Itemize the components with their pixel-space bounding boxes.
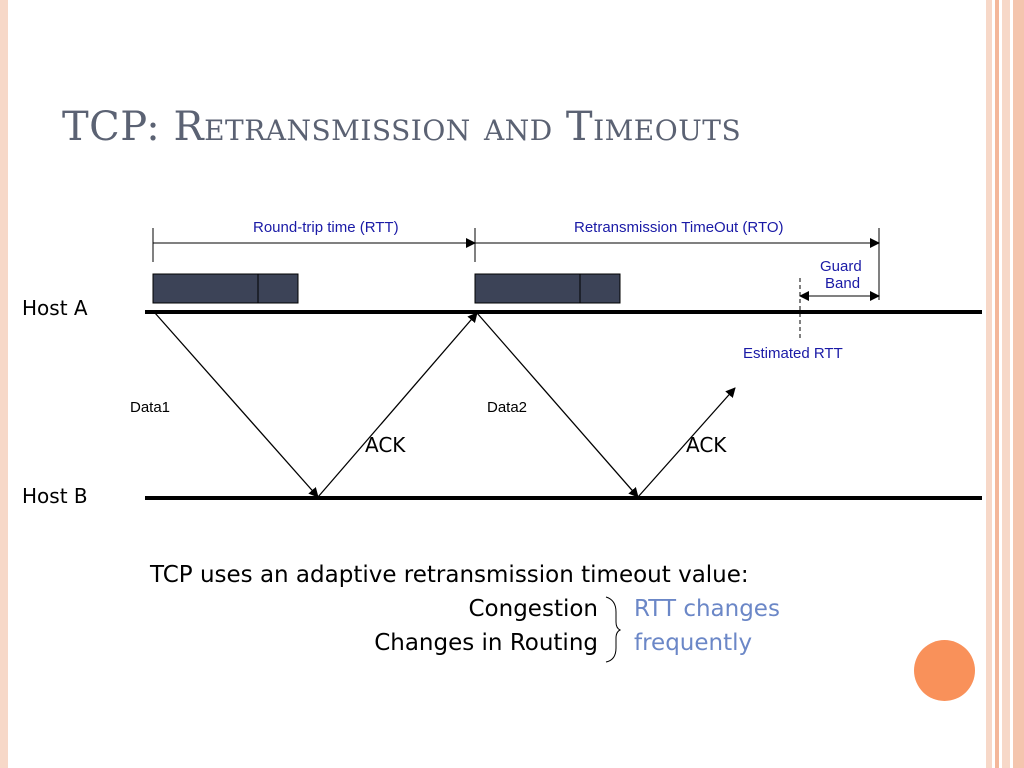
decorative-circle xyxy=(914,640,975,701)
rtt-label: Round-trip time (RTT) xyxy=(253,219,399,236)
data2-arrow xyxy=(476,312,639,498)
guard-band-label-line2: Band xyxy=(825,275,860,292)
cause-congestion: Congestion xyxy=(468,596,599,622)
host-a-label: Host A xyxy=(22,296,88,320)
packet-2 xyxy=(474,273,621,304)
guard-band-label-line1: Guard xyxy=(820,258,862,275)
data2-label: Data2 xyxy=(487,399,527,416)
host-b-label: Host B xyxy=(22,484,88,508)
ack2-label: ACK xyxy=(686,433,727,457)
caption-intro: TCP uses an adaptive retransmission time… xyxy=(150,562,749,588)
slide-title: TCP: Retransmission and Timeouts xyxy=(62,104,742,150)
decorative-stripes xyxy=(986,0,1024,768)
effect-line1: RTT changes xyxy=(634,596,780,622)
rto-label: Retransmission TimeOut (RTO) xyxy=(574,219,784,236)
packet-1 xyxy=(152,273,299,304)
ack2-arrow xyxy=(637,387,736,498)
ack1-arrow xyxy=(317,312,478,498)
data1-label: Data1 xyxy=(130,399,170,416)
estimated-rtt-label: Estimated RTT xyxy=(743,345,843,362)
ack1-label: ACK xyxy=(365,433,406,457)
data1-arrow xyxy=(154,312,319,498)
brace xyxy=(605,596,622,663)
slide-border-left xyxy=(0,0,8,768)
effect-line2: frequently xyxy=(634,630,753,656)
cause-routing: Changes in Routing xyxy=(374,630,598,656)
